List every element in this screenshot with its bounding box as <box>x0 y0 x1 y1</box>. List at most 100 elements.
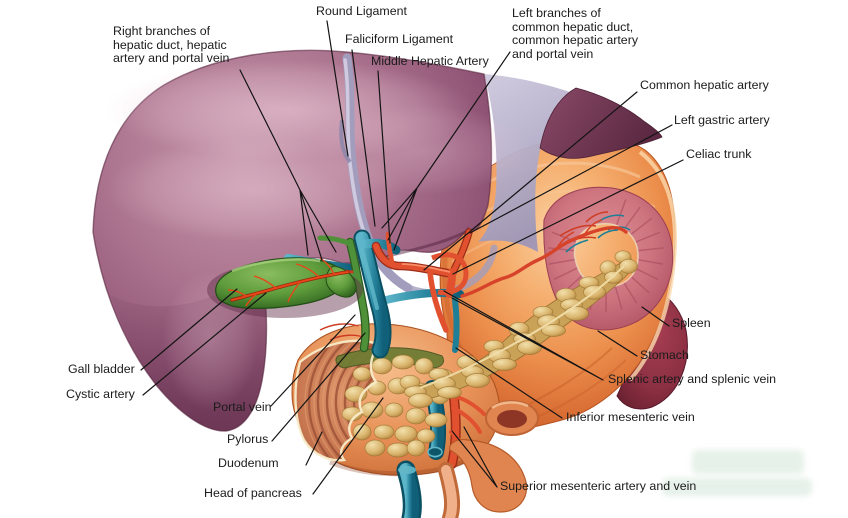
splenic-artery-shape <box>460 225 628 298</box>
texture-line <box>621 279 638 304</box>
texture-line <box>629 217 653 237</box>
splenic-twigs-icon <box>555 219 603 251</box>
leader-lines <box>140 20 684 495</box>
inferior-mesenteric-vein-shape <box>452 297 460 353</box>
label-gall-bladder: Gall bladder <box>68 362 135 376</box>
pancreas-lobule <box>408 393 433 408</box>
stomach-cut-edge <box>573 222 639 288</box>
texture-line <box>627 273 650 294</box>
pancreas-lobule <box>352 423 372 441</box>
leader-spleen <box>641 306 670 327</box>
leader-duodenum <box>305 431 323 466</box>
round-ligament-shape <box>339 119 352 164</box>
label-left-branches: Left branches of common hepatic duct, co… <box>512 6 639 61</box>
label-middle-hepatic-artery: Middle Hepatic Artery <box>371 54 489 68</box>
leader-stomach <box>597 330 638 357</box>
leader-round-ligament <box>326 20 349 157</box>
texture-line <box>313 340 370 461</box>
leader-inferior-mesenteric-vein <box>455 347 563 419</box>
pancreas-shape <box>335 219 638 458</box>
leader-left-gastric-artery <box>469 124 673 234</box>
pancreas-lobule <box>492 358 517 371</box>
pancreas-lobule <box>564 306 589 321</box>
label-cystic-artery: Cystic artery <box>66 387 135 401</box>
artery-highlight <box>401 263 451 273</box>
liver-left-lobe-tip <box>539 87 663 159</box>
texture-line <box>553 266 580 281</box>
gall-bladder-shape <box>207 257 363 318</box>
leader-middle-hepatic-artery <box>377 70 391 244</box>
label-duodenum: Duodenum <box>218 456 279 470</box>
label-celiac-trunk: Celiac trunk <box>686 147 752 161</box>
pancreas-lobule <box>541 324 566 337</box>
texture-line <box>632 266 659 281</box>
texture-line <box>548 258 577 265</box>
leader-pylorus <box>271 332 366 442</box>
label-pylorus: Pylorus <box>227 432 269 446</box>
label-head-of-pancreas: Head of pancreas <box>204 486 302 500</box>
texture-line <box>316 340 378 461</box>
watermark <box>692 450 804 474</box>
label-splenic-vessels: Splenic artery and splenic vein <box>608 372 777 386</box>
leader-head-of-pancreas <box>312 397 384 495</box>
texture-line <box>613 282 623 311</box>
pancreas-lobule <box>386 442 410 458</box>
label-stomach: Stomach <box>640 348 689 362</box>
pancreas-lobule <box>424 412 448 428</box>
vein-rim <box>398 466 416 474</box>
pancreas-lobule <box>394 425 418 443</box>
leader-gall-bladder <box>140 288 238 371</box>
texture-line <box>615 199 627 227</box>
label-round-ligament: Round Ligament <box>316 4 407 18</box>
leader-celiac-trunk <box>452 159 684 275</box>
pancreas-lobule <box>360 401 384 419</box>
stomach-rim-highlight <box>628 150 678 382</box>
liver-highlight <box>310 105 530 195</box>
label-faliciform-ligament: Faliciform Ligament <box>345 32 454 46</box>
texture-line <box>304 340 367 461</box>
texture-line <box>622 206 641 231</box>
texture-line <box>307 340 376 461</box>
leader-splenic-vessels <box>443 290 604 381</box>
texture-line <box>635 258 664 265</box>
pancreas-lobule <box>391 354 415 370</box>
leader-portal-vein <box>270 314 356 407</box>
label-right-branches: Right branches of hepatic duct, hepatic … <box>113 24 230 66</box>
label-superior-mesenteric: Superior mesenteric artery and vein <box>500 479 697 493</box>
splenic-vein-twigs-icon <box>565 229 619 253</box>
artery-loop <box>431 252 469 296</box>
leader-right-branches <box>239 69 337 261</box>
watermark <box>662 478 812 496</box>
pancreas-lobule <box>465 373 490 388</box>
pancreatic-duct-line <box>419 265 625 389</box>
portal-vein-highlight <box>358 240 379 310</box>
pancreas-lobule <box>619 258 638 274</box>
label-left-gastric-artery: Left gastric artery <box>674 113 770 127</box>
pancreas-lobule <box>437 386 462 399</box>
pancreas-lobule <box>517 340 542 355</box>
pancreas-lobule <box>371 357 393 375</box>
pancreas-lobule <box>384 402 404 418</box>
leader-left-branches <box>381 51 511 251</box>
texture-line <box>635 247 664 252</box>
bowel-cut-lumen <box>497 410 527 428</box>
gastroduodenal-artery-shape <box>427 269 449 333</box>
pancreas-lobule <box>406 439 426 457</box>
pancreas-lobule <box>373 424 395 440</box>
middle-hepatic-artery-shape <box>385 231 395 265</box>
bowel-highlight <box>491 401 529 410</box>
leader-common-hepatic-artery <box>423 91 638 271</box>
label-spleen: Spleen <box>672 316 711 330</box>
pancreas-lobule <box>414 357 434 375</box>
cystic-artery-twigs <box>227 257 335 307</box>
pancreas-lobule <box>405 407 427 425</box>
leader-cystic-artery <box>142 292 267 396</box>
texture-line <box>633 231 661 244</box>
label-common-hepatic-artery: Common hepatic artery <box>640 78 769 92</box>
pancreas-lobule <box>416 428 436 444</box>
pancreas-lobule <box>352 366 372 382</box>
vein-cut-cap <box>427 446 443 458</box>
label-inferior-mesenteric-vein: Inferior mesenteric vein <box>566 410 695 424</box>
leader-superior-mesenteric <box>451 426 498 488</box>
